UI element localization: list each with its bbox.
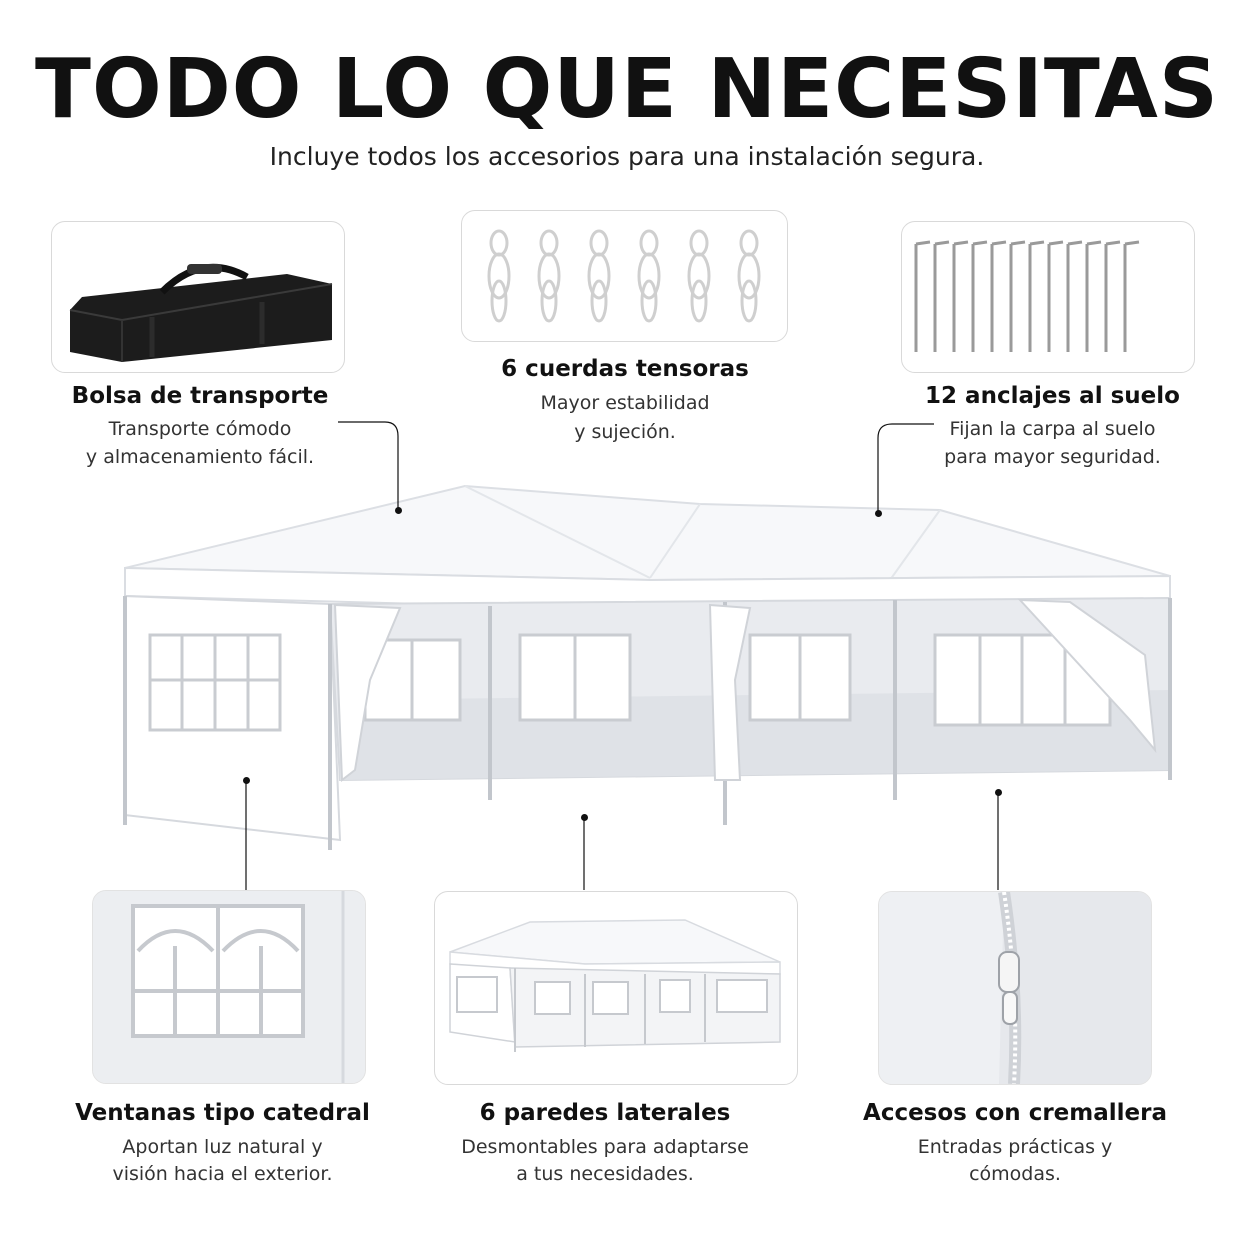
carry-bag-icon (69, 263, 333, 362)
small-tent-icon (449, 919, 781, 1052)
cathedral-window-icon (93, 891, 365, 1083)
feature-title-windows: Ventanas tipo catedral (75, 1100, 370, 1126)
ground-stakes-icon (914, 240, 1140, 352)
feature-title-zipper: Accesos con cremallera (863, 1100, 1167, 1126)
feature-desc-bag-2: y almacenamiento fácil. (85, 446, 315, 468)
feature-desc-windows-1: Aportan luz natural y (122, 1136, 323, 1158)
feature-desc-stakes-2: para mayor seguridad. (944, 446, 1161, 468)
zipper-icon (879, 892, 1151, 1084)
feature-desc-stakes-1: Fijan la carpa al suelo (949, 418, 1156, 440)
feature-title-stakes: 12 anclajes al suelo (925, 383, 1180, 409)
feature-desc-windows-2: visión hacia el exterior. (112, 1163, 333, 1185)
tent-illustration (123, 484, 1172, 850)
feature-desc-zipper-2: cómodas. (969, 1163, 1061, 1185)
ropes-card (461, 210, 788, 342)
page-subtitle: Incluye todos los accesorios para una in… (269, 142, 985, 171)
callout-dot-bag (395, 507, 402, 514)
feature-desc-side-walls-1: Desmontables para adaptarse (461, 1136, 749, 1158)
callout-dot-zipper (995, 789, 1002, 796)
feature-title-ropes: 6 cuerdas tensoras (501, 356, 749, 382)
feature-desc-ropes-1: Mayor estabilidad (540, 392, 710, 414)
zipper-card (878, 891, 1152, 1085)
stakes-card (901, 221, 1195, 373)
feature-title-side-walls: 6 paredes laterales (479, 1100, 731, 1126)
feature-desc-bag-1: Transporte cómodo (108, 418, 292, 440)
page-title: TODO LO QUE NECESITAS (35, 42, 1219, 137)
windows-card (92, 890, 366, 1084)
feature-desc-side-walls-2: a tus necesidades. (516, 1163, 694, 1185)
feature-desc-zipper-1: Entradas prácticas y (917, 1136, 1113, 1158)
callout-dot-windows (243, 777, 250, 784)
feature-title-bag: Bolsa de transporte (71, 383, 329, 409)
callout-dot-stakes (875, 510, 882, 517)
callout-dot-walls (581, 814, 588, 821)
side-walls-card (434, 891, 798, 1085)
feature-desc-ropes-2: y sujeción. (574, 421, 676, 443)
carry-bag-card (51, 221, 345, 373)
rope-coils-icon (487, 229, 761, 323)
